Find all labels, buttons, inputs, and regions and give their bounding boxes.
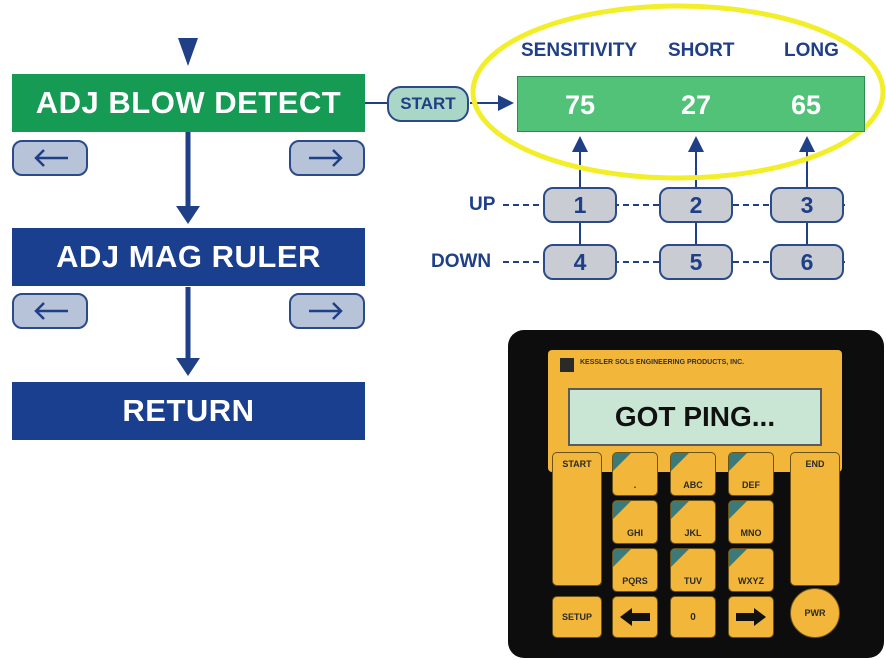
arrow-right-icon	[309, 149, 343, 167]
device-end-key[interactable]: END	[790, 452, 840, 586]
return-item[interactable]: RETURN	[12, 382, 365, 440]
brand-text: KESSLER SOLS ENGINEERING PRODUCTS, INC.	[580, 359, 745, 366]
arrow-right-icon	[736, 608, 766, 626]
adj-blow-detect-label: ADJ BLOW DETECT	[35, 85, 342, 120]
key-2-button[interactable]: 2	[659, 187, 733, 223]
long-value: 65	[790, 90, 822, 120]
device-right-key[interactable]	[728, 596, 774, 638]
device-key-dot[interactable]: .	[612, 452, 658, 496]
key-5-button[interactable]: 5	[659, 244, 733, 280]
key-label: MNO	[740, 528, 762, 538]
start-button[interactable]: START	[387, 86, 469, 122]
key-label: .	[633, 480, 637, 490]
left-arrow-button[interactable]	[12, 293, 88, 329]
key-label: DEF	[742, 480, 760, 490]
key-label: TUV	[684, 576, 702, 586]
flow-arrow-2	[176, 358, 200, 376]
device-key-abc[interactable]: ABC	[670, 452, 716, 496]
key-label: JKL	[684, 528, 702, 538]
key-label: PQRS	[622, 576, 648, 586]
device-zero-key[interactable]: 0	[670, 596, 716, 638]
up-label: UP	[469, 194, 496, 215]
sensitivity-header: SENSITIVITY	[521, 40, 638, 61]
device-screen: GOT PING...	[568, 388, 822, 446]
device-left-key[interactable]	[612, 596, 658, 638]
highlight-ellipse	[470, 3, 886, 181]
key-label: ABC	[683, 480, 703, 490]
right-arrow-button[interactable]	[289, 140, 365, 176]
screen-message: GOT PING...	[614, 401, 776, 432]
device-key-def[interactable]: DEF	[728, 452, 774, 496]
sensitivity-value: 75	[564, 90, 596, 120]
adj-blow-detect-item[interactable]: ADJ BLOW DETECT	[12, 74, 365, 132]
arrow-left-icon	[620, 608, 650, 626]
device-panel: KESSLER SOLS ENGINEERING PRODUCTS, INC. …	[508, 330, 884, 658]
adj-mag-ruler-item[interactable]: ADJ MAG RULER	[12, 228, 365, 286]
left-arrow-button[interactable]	[12, 140, 88, 176]
device-zero-label: 0	[690, 611, 696, 623]
brand-logo-icon	[560, 358, 574, 372]
device-header: KESSLER SOLS ENGINEERING PRODUCTS, INC. …	[548, 350, 842, 472]
device-key-ghi[interactable]: GHI	[612, 500, 658, 544]
key-label: WXYZ	[738, 576, 764, 586]
key-3-button[interactable]: 3	[770, 187, 844, 223]
key-1-button[interactable]: 1	[543, 187, 617, 223]
adj-mag-ruler-label: ADJ MAG RULER	[56, 239, 321, 274]
entry-arrow	[178, 38, 198, 66]
arrow-right-icon	[309, 302, 343, 320]
down-label: DOWN	[431, 251, 492, 272]
device-start-label: START	[562, 459, 592, 469]
arrow-left-icon	[34, 302, 68, 320]
device-end-label: END	[805, 459, 825, 469]
right-arrow-button[interactable]	[289, 293, 365, 329]
device-pwr-key[interactable]: PWR	[790, 588, 840, 638]
key-6-button[interactable]: 6	[770, 244, 844, 280]
values-display	[517, 76, 865, 132]
device-key-pqrs[interactable]: PQRS	[612, 548, 658, 592]
device-key-wxyz[interactable]: WXYZ	[728, 548, 774, 592]
device-pwr-label: PWR	[804, 608, 826, 618]
device-setup-key[interactable]: SETUP	[552, 596, 602, 638]
arrow-left-icon	[34, 149, 68, 167]
start-label: START	[400, 94, 456, 113]
short-header: SHORT	[668, 40, 735, 61]
return-label: RETURN	[122, 393, 255, 428]
key-4-button[interactable]: 4	[543, 244, 617, 280]
flow-arrow-1	[176, 206, 200, 224]
device-key-tuv[interactable]: TUV	[670, 548, 716, 592]
device-setup-label: SETUP	[561, 612, 592, 622]
device-start-key[interactable]: START	[552, 452, 602, 586]
key-label: GHI	[626, 528, 643, 538]
device-key-mno[interactable]: MNO	[728, 500, 774, 544]
short-value: 27	[680, 90, 712, 120]
long-header: LONG	[784, 40, 839, 61]
device-key-jkl[interactable]: JKL	[670, 500, 716, 544]
